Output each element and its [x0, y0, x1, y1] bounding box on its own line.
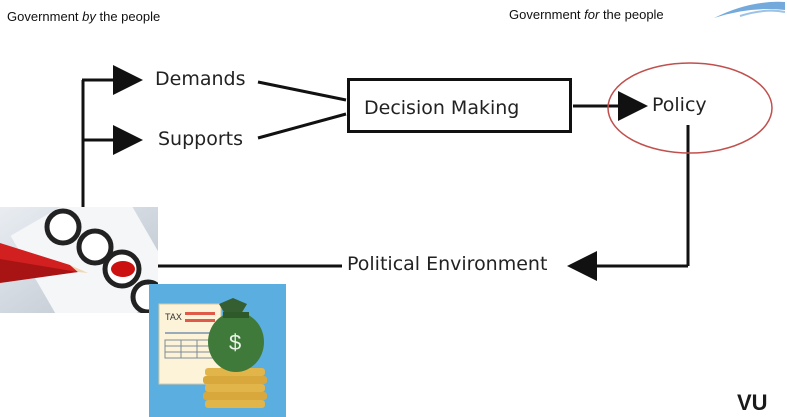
demands-label: Demands — [155, 68, 246, 90]
caption-right-after: the people — [599, 7, 664, 22]
caption-left-before: Government — [7, 9, 83, 24]
caption-government-for-the-people: Government for the people — [509, 7, 664, 22]
logo-swoosh-icon — [714, 1, 786, 19]
decision-making-box — [347, 78, 572, 133]
money-bag-dollar-symbol: $ — [229, 330, 241, 355]
vu-logo: VU — [737, 390, 768, 415]
policy-label: Policy — [652, 94, 707, 116]
political-environment-label: Political Environment — [347, 253, 548, 275]
caption-right-emphasis: for — [584, 7, 600, 22]
supports-to-decision-line — [257, 112, 347, 140]
tax-form-label: TAX — [165, 312, 182, 322]
caption-government-by-the-people: Government by the people — [7, 9, 160, 24]
demands-to-decision-line — [257, 80, 347, 102]
tax-money-image: TAX $ — [149, 284, 286, 417]
ballot-voting-image — [0, 207, 158, 313]
decision-making-label: Decision Making — [364, 97, 520, 119]
caption-right-before: Government — [509, 7, 585, 22]
supports-label: Supports — [158, 128, 244, 150]
caption-left-after: the people — [95, 9, 161, 24]
policy-highlight-ellipse — [607, 62, 773, 154]
caption-left-emphasis: by — [82, 9, 96, 24]
